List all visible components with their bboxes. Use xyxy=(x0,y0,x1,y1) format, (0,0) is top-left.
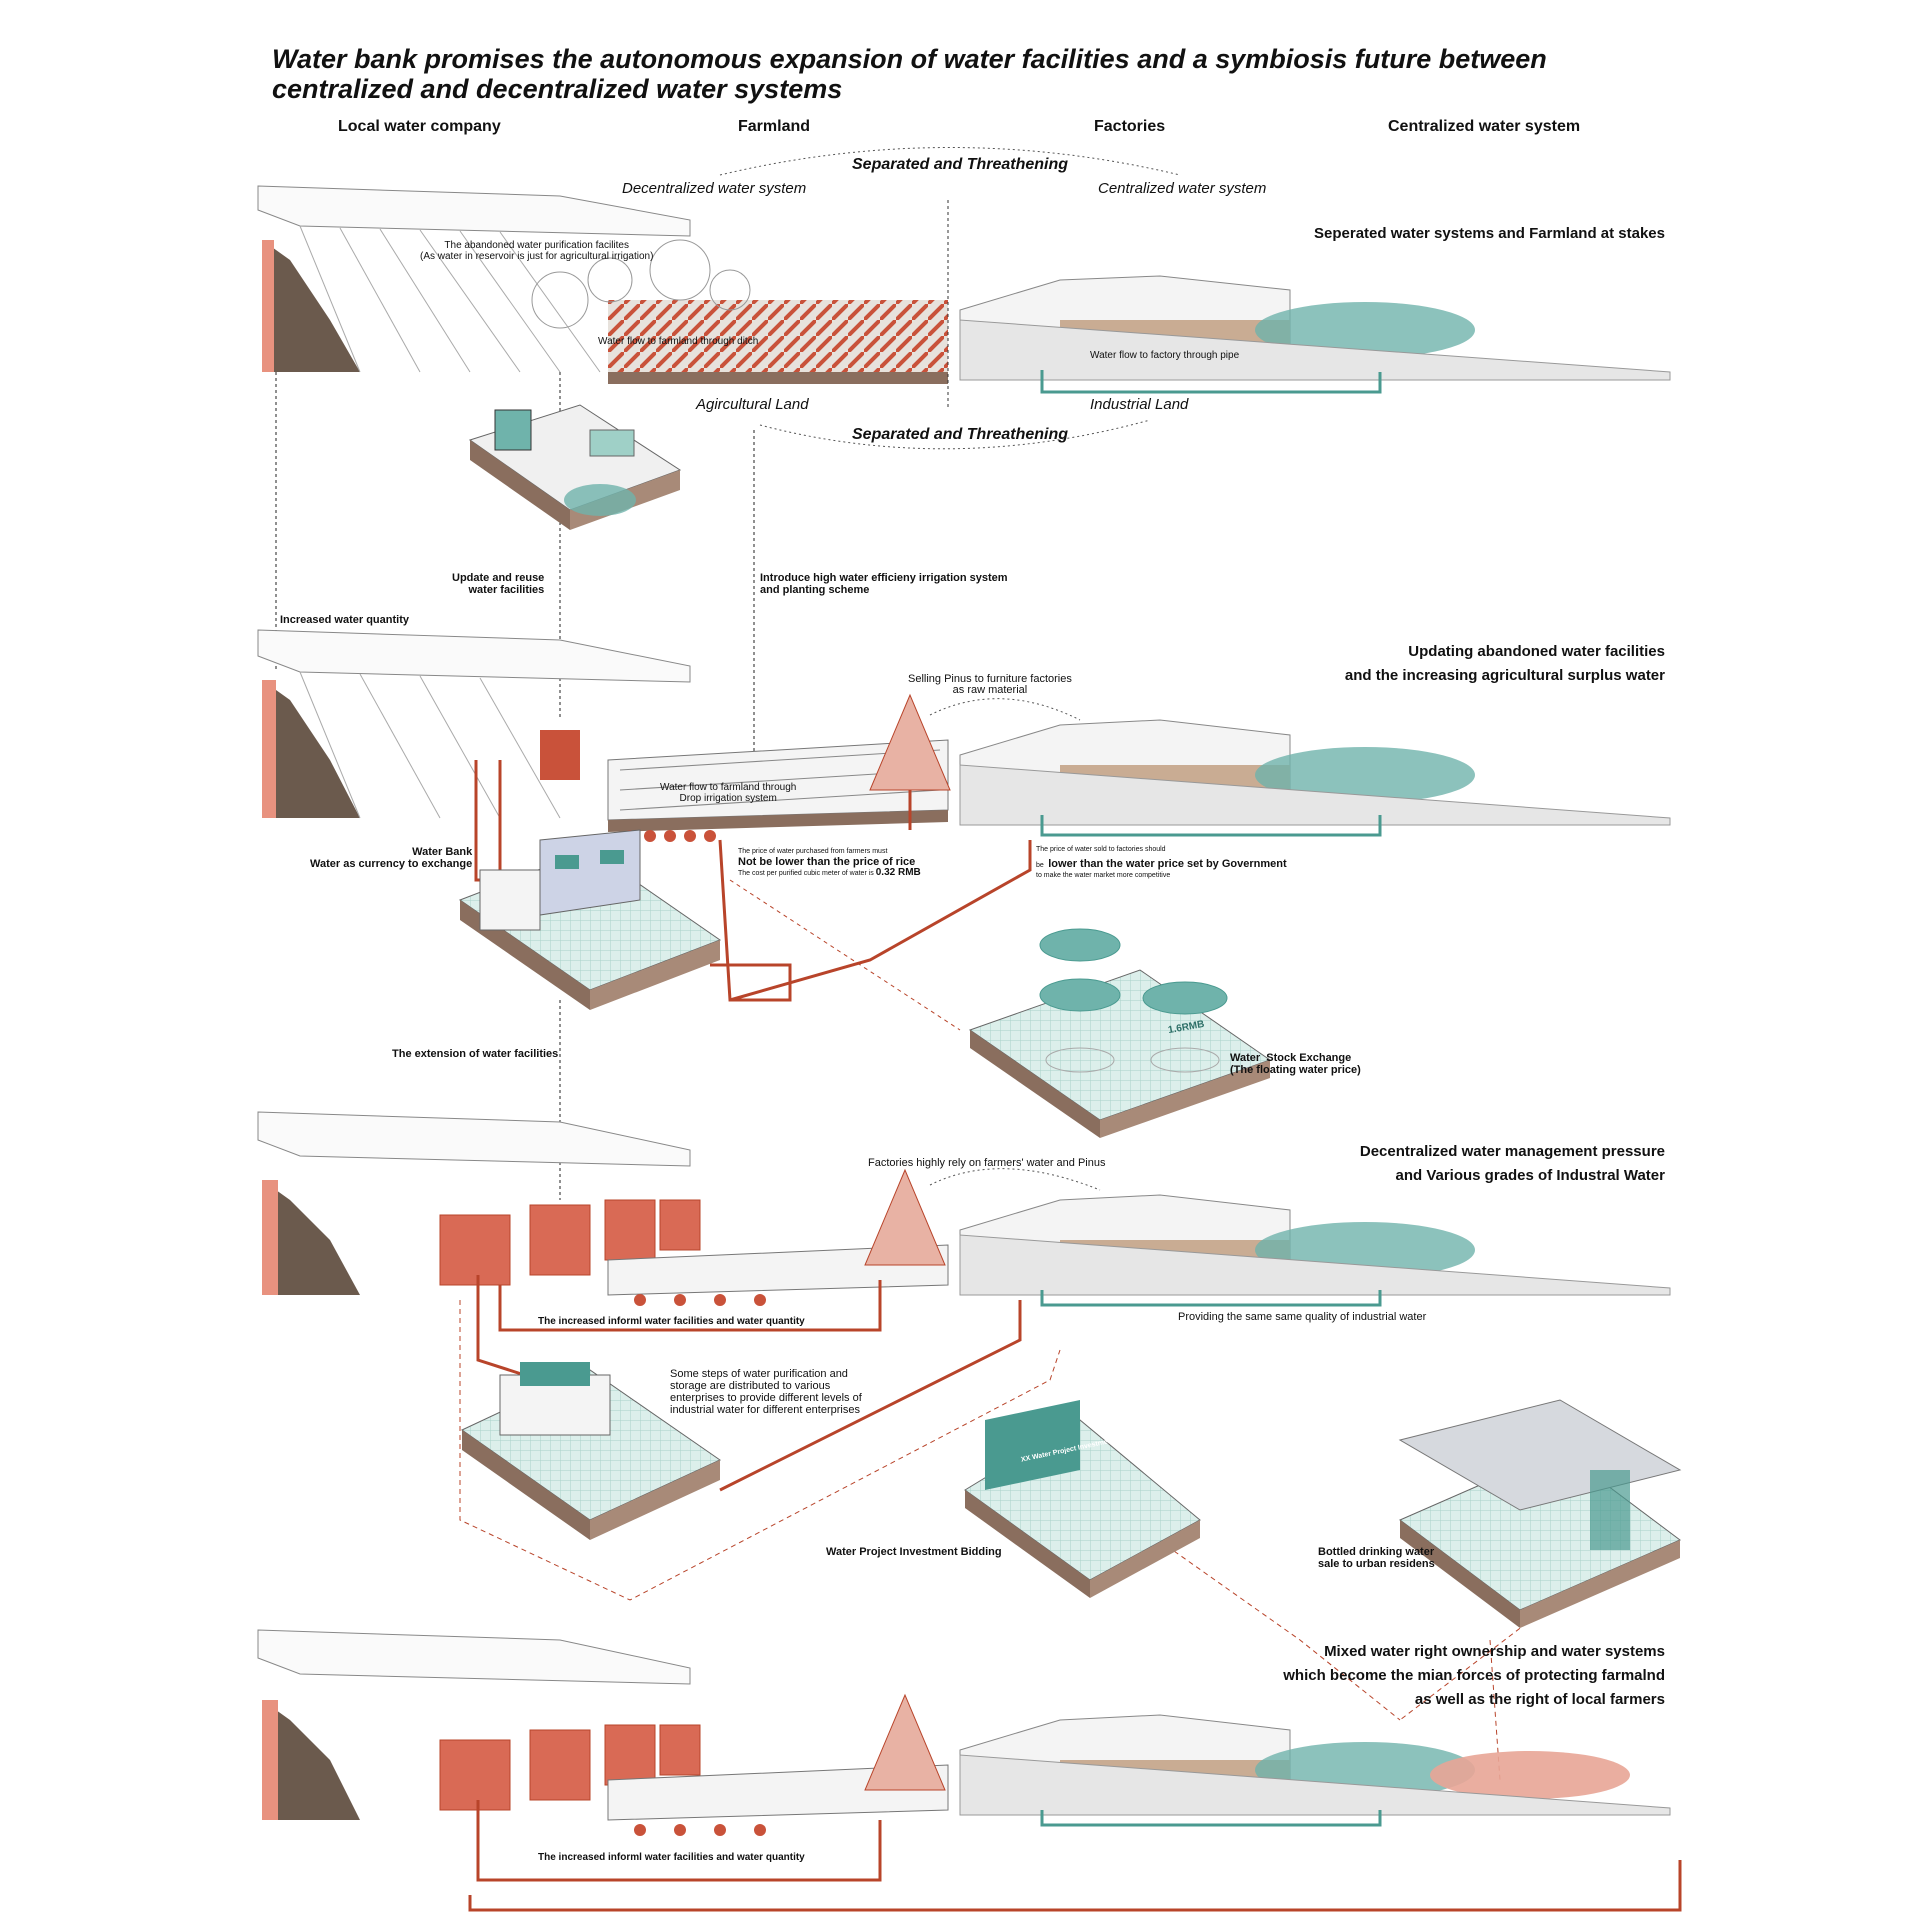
water-bank-iso xyxy=(458,829,722,1010)
stage2-section xyxy=(257,629,1671,842)
stage3-side-title-2: and Various grades of Industral Water xyxy=(1395,1167,1665,1184)
stage3-section xyxy=(257,1111,1671,1307)
stage1-section xyxy=(257,147,1671,450)
water-bank-label: Water Bank Water as currency to exchange xyxy=(310,846,473,870)
separated-top-label: Separated and Threathening xyxy=(852,156,1069,173)
ditch-flow-label: Water flow to farmland through ditch xyxy=(598,336,759,347)
column-farmland: Farmland xyxy=(738,118,811,135)
centralized-label: Centralized water system xyxy=(1098,180,1267,197)
stage4-side-title-2: which become the mian forces of protecti… xyxy=(1283,1667,1665,1684)
column-local-water-company: Local water company xyxy=(338,118,501,135)
bottled-label: Bottled drinking water sale to urban res… xyxy=(1318,1546,1435,1570)
same-quality-label: Providing the same same quality of indus… xyxy=(1178,1311,1427,1323)
stage2-side-title-1: Updating abandoned water facilities xyxy=(1408,643,1665,660)
page-title: Water bank promises the autonomous expan… xyxy=(272,44,1547,104)
stock-exchange-label: Water Stock Exchange (The floating water… xyxy=(1230,1052,1361,1076)
selling-pinus-label: Selling Pinus to furniture factories as … xyxy=(908,673,1072,696)
factory-price-bold: lower than the water price set by Govern… xyxy=(1048,858,1287,870)
farmer-price-small: The price of water purchased from farmer… xyxy=(738,848,888,855)
stage4-section xyxy=(257,1629,1671,1836)
agri-land-label: Agircultural Land xyxy=(696,396,809,413)
increased-quantity-label: Increased water quantity xyxy=(280,614,409,626)
introduce-irrigation-label: Introduce high water efficieny irrigatio… xyxy=(760,572,1008,596)
farmer-price-note: The price of water purchased from farmer… xyxy=(738,848,921,879)
stock-exchange-iso xyxy=(968,928,1272,1138)
separated-bottom-label: Separated and Threathening xyxy=(852,426,1069,443)
stage4-side-title-1: Mixed water right ownership and water sy… xyxy=(1324,1643,1665,1660)
abandoned-facility-label: The abandoned water purification facilit… xyxy=(420,240,654,262)
farmer-price-bold: Not be lower than the price of rice xyxy=(738,856,916,868)
farmer-cost-small: The cost per purified cubic meter of wat… xyxy=(738,870,874,877)
column-factories: Factories xyxy=(1094,118,1166,135)
factory-price-note: The price of water sold to factories sho… xyxy=(1036,846,1287,880)
farmer-cost-value: 0.32 RMB xyxy=(875,867,921,878)
bidding-label: Water Project Investment Bidding xyxy=(826,1546,1002,1558)
stage2-side-title-2: and the increasing agricultural surplus … xyxy=(1344,667,1665,684)
stage1-side-title: Seperated water systems and Farmland at … xyxy=(1314,225,1665,242)
extension-label: The extension of water facilities xyxy=(392,1048,559,1060)
informal-increase-label-3: The increased informl water facilities a… xyxy=(538,1316,805,1327)
stage3-side-title-1: Decentralized water management pressure xyxy=(1359,1143,1665,1160)
informal-increase-label-4: The increased informl water facilities a… xyxy=(538,1852,805,1863)
stage4-side-title-3: as well as the right of local farmers xyxy=(1414,1691,1665,1708)
facility-update-iso xyxy=(468,404,682,530)
pipe-flow-label: Water flow to factory through pipe xyxy=(1090,350,1240,361)
column-centralized-water-system: Centralized water system xyxy=(1388,118,1581,135)
factories-rely-label: Factories highly rely on farmers' water … xyxy=(868,1157,1106,1169)
drop-irrigation-label: Water flow to farmland through Drop irri… xyxy=(660,782,797,804)
decentralized-label: Decentralized water system xyxy=(622,180,807,197)
update-reuse-label: Update and reuse water facilities xyxy=(452,572,545,596)
distributed-steps-label: Some steps of water purification and sto… xyxy=(670,1368,862,1416)
industrial-land-label: Industrial Land xyxy=(1090,396,1189,413)
bidding-hall-iso xyxy=(964,1400,1201,1598)
distributed-facility-iso xyxy=(461,1362,722,1540)
bottled-water-iso xyxy=(1398,1399,1682,1628)
factory-price-be: be xyxy=(1036,862,1044,869)
factory-price-small2: to make the water market more competitiv… xyxy=(1036,872,1171,879)
factory-price-small: The price of water sold to factories sho… xyxy=(1036,846,1166,853)
